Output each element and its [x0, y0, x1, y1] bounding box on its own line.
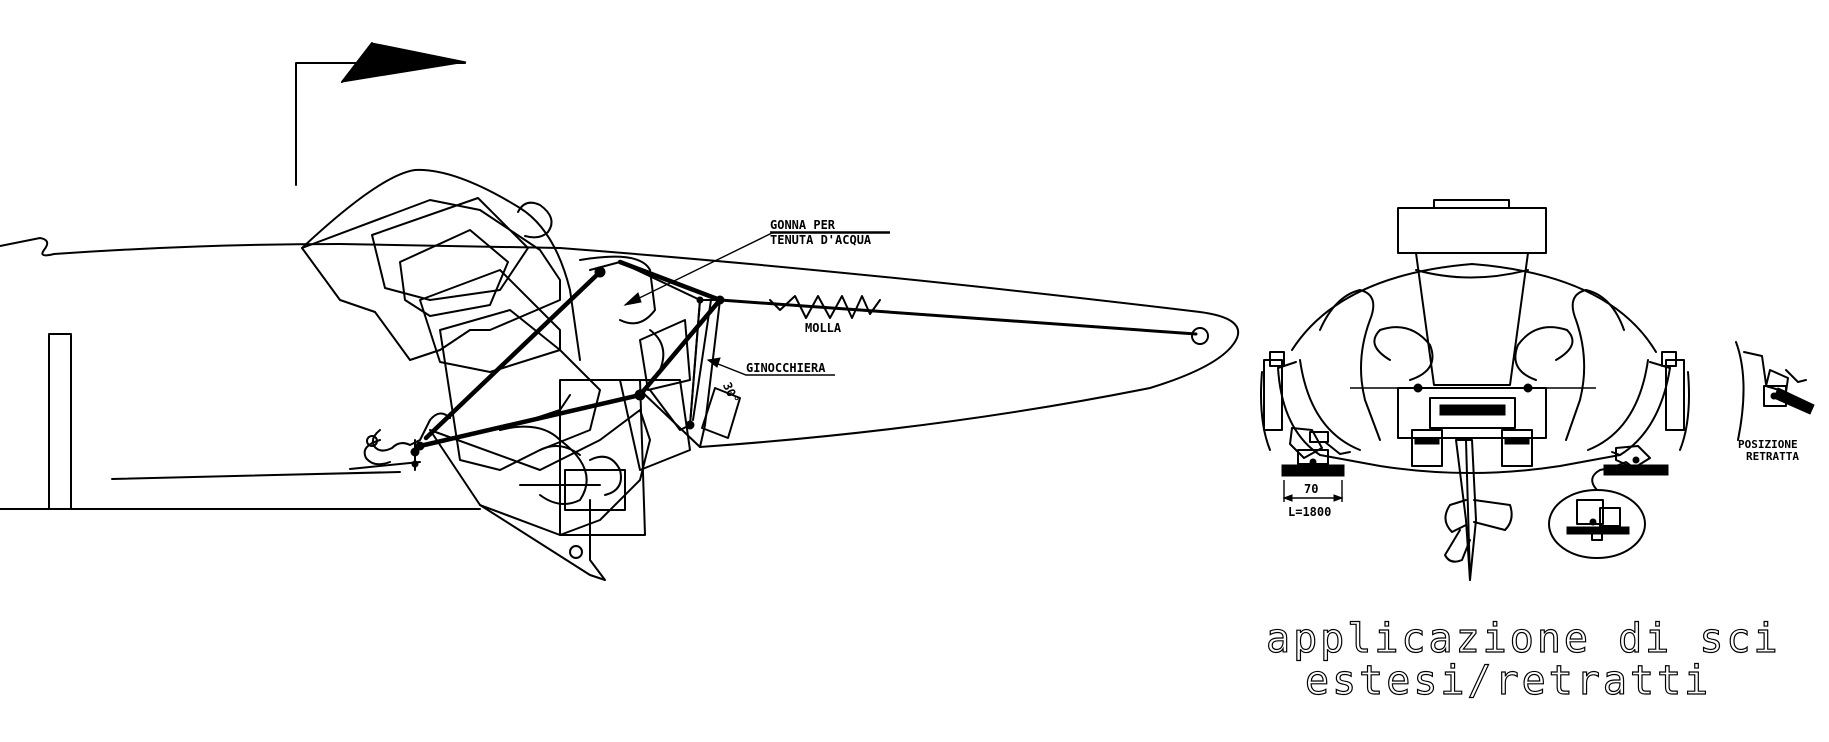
side-view: GONNA PER TENUTA D'ACQUA MOLLA GINOCCHIE… [0, 42, 1240, 581]
leaders [623, 232, 890, 376]
front-view: 70 L=1800 POSIZIONE RETRATTA [1260, 199, 1815, 581]
caption-line2: estesi/retratti [1305, 658, 1711, 704]
stern-bracket [363, 412, 451, 471]
engine-top [1397, 199, 1547, 386]
label-dim-width: 70 [1304, 482, 1318, 496]
sponsons [1350, 326, 1596, 467]
label-dim-length: L=1800 [1288, 505, 1331, 519]
caption-line1: applicazione di sci [1266, 616, 1781, 662]
mast-flag [295, 42, 467, 186]
ski-right [1603, 445, 1669, 476]
knee-linkage [589, 261, 741, 448]
lower-unit [1444, 439, 1513, 581]
dimension-width [1282, 480, 1344, 502]
linkage-bars [415, 259, 723, 451]
label-gonna-line2: TENUTA D'ACQUA [770, 233, 872, 247]
label-gonna-line1: GONNA PER [770, 218, 836, 232]
label-posizione-line2: RETRATTA [1746, 450, 1799, 463]
stern-post [48, 333, 72, 510]
label-molla: MOLLA [805, 321, 842, 335]
detail-bubble [1548, 461, 1646, 559]
retracted-detail [1735, 341, 1815, 441]
label-posizione-line1: POSIZIONE [1738, 438, 1798, 451]
engine-housing [301, 168, 691, 581]
hull-lines [0, 237, 561, 510]
label-ginocchiera: GINOCCHIERA [746, 361, 826, 375]
ski-left [1281, 427, 1351, 477]
hull-section [1260, 263, 1690, 474]
spring [769, 295, 881, 319]
